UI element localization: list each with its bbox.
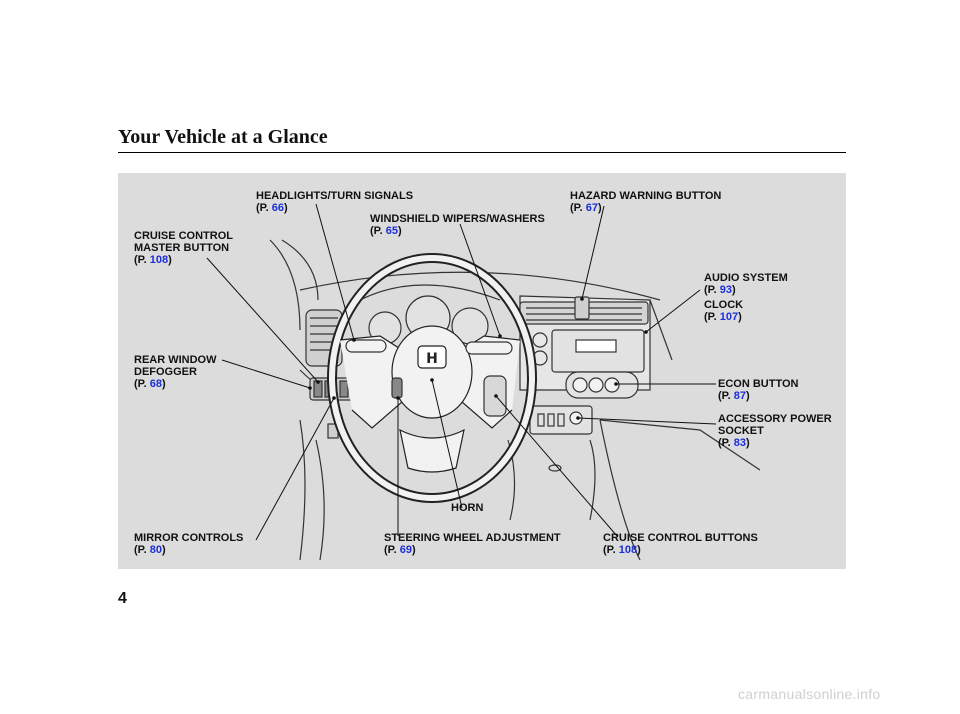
label-cruise-master: CRUISE CONTROL MASTER BUTTON (P. 108): [134, 230, 233, 266]
page-reference[interactable]: (P. 87): [718, 390, 798, 402]
label-hazard-warning: HAZARD WARNING BUTTON (P. 67): [570, 190, 721, 214]
label-text: SOCKET: [718, 425, 832, 437]
page-link[interactable]: 65: [386, 225, 398, 237]
page-reference[interactable]: (P. 80): [134, 544, 243, 556]
page-link[interactable]: 83: [734, 437, 746, 449]
page-reference[interactable]: (P. 68): [134, 378, 217, 390]
page-link[interactable]: 107: [720, 311, 738, 323]
page-link[interactable]: 69: [400, 544, 412, 556]
label-text: AUDIO SYSTEM: [704, 272, 788, 284]
page-number: 4: [118, 590, 127, 608]
label-accessory-power-socket: ACCESSORY POWER SOCKET (P. 83): [718, 413, 832, 449]
page-reference[interactable]: (P. 108): [134, 254, 233, 266]
label-text: STEERING WHEEL ADJUSTMENT: [384, 532, 561, 544]
page-reference[interactable]: (P. 107): [704, 311, 743, 323]
label-text: REAR WINDOW: [134, 354, 217, 366]
page-reference[interactable]: (P. 67): [570, 202, 721, 214]
page-reference[interactable]: (P. 83): [718, 437, 832, 449]
page-reference[interactable]: (P. 65): [370, 225, 545, 237]
label-text: CRUISE CONTROL BUTTONS: [603, 532, 758, 544]
label-text: ACCESSORY POWER: [718, 413, 832, 425]
label-econ-button: ECON BUTTON (P. 87): [718, 378, 798, 402]
label-rear-window-defogger: REAR WINDOW DEFOGGER (P. 68): [134, 354, 217, 390]
page-link[interactable]: 67: [586, 202, 598, 214]
label-clock: CLOCK (P. 107): [704, 299, 743, 323]
label-text: HORN: [451, 502, 483, 514]
label-horn: HORN: [451, 502, 483, 514]
watermark: carmanualsonline.info: [738, 686, 881, 702]
label-text: ECON BUTTON: [718, 378, 798, 390]
label-cruise-control-buttons: CRUISE CONTROL BUTTONS (P. 108): [603, 532, 758, 556]
svg-text:H: H: [426, 351, 438, 367]
label-text: MIRROR CONTROLS: [134, 532, 243, 544]
label-mirror-controls: MIRROR CONTROLS (P. 80): [134, 532, 243, 556]
page-link[interactable]: 66: [272, 202, 284, 214]
label-text: CRUISE CONTROL: [134, 230, 233, 242]
label-text: WINDSHIELD WIPERS/WASHERS: [370, 213, 545, 225]
page-reference[interactable]: (P. 69): [384, 544, 561, 556]
label-text: HEADLIGHTS/TURN SIGNALS: [256, 190, 413, 202]
page-link[interactable]: 93: [720, 284, 732, 296]
label-audio-system: AUDIO SYSTEM (P. 93): [704, 272, 788, 296]
page-link[interactable]: 108: [619, 544, 637, 556]
label-windshield-wipers: WINDSHIELD WIPERS/WASHERS (P. 65): [370, 213, 545, 237]
label-text: CLOCK: [704, 299, 743, 311]
label-headlights-turn-signals: HEADLIGHTS/TURN SIGNALS (P. 66): [256, 190, 413, 214]
page-reference[interactable]: (P. 93): [704, 284, 788, 296]
label-steering-wheel-adjustment: STEERING WHEEL ADJUSTMENT (P. 69): [384, 532, 561, 556]
page-link[interactable]: 108: [150, 254, 168, 266]
page-link[interactable]: 80: [150, 544, 162, 556]
page-link[interactable]: 87: [734, 390, 746, 402]
label-text: MASTER BUTTON: [134, 242, 233, 254]
label-text: DEFOGGER: [134, 366, 217, 378]
page-link[interactable]: 68: [150, 378, 162, 390]
label-text: HAZARD WARNING BUTTON: [570, 190, 721, 202]
page-reference[interactable]: (P. 108): [603, 544, 758, 556]
